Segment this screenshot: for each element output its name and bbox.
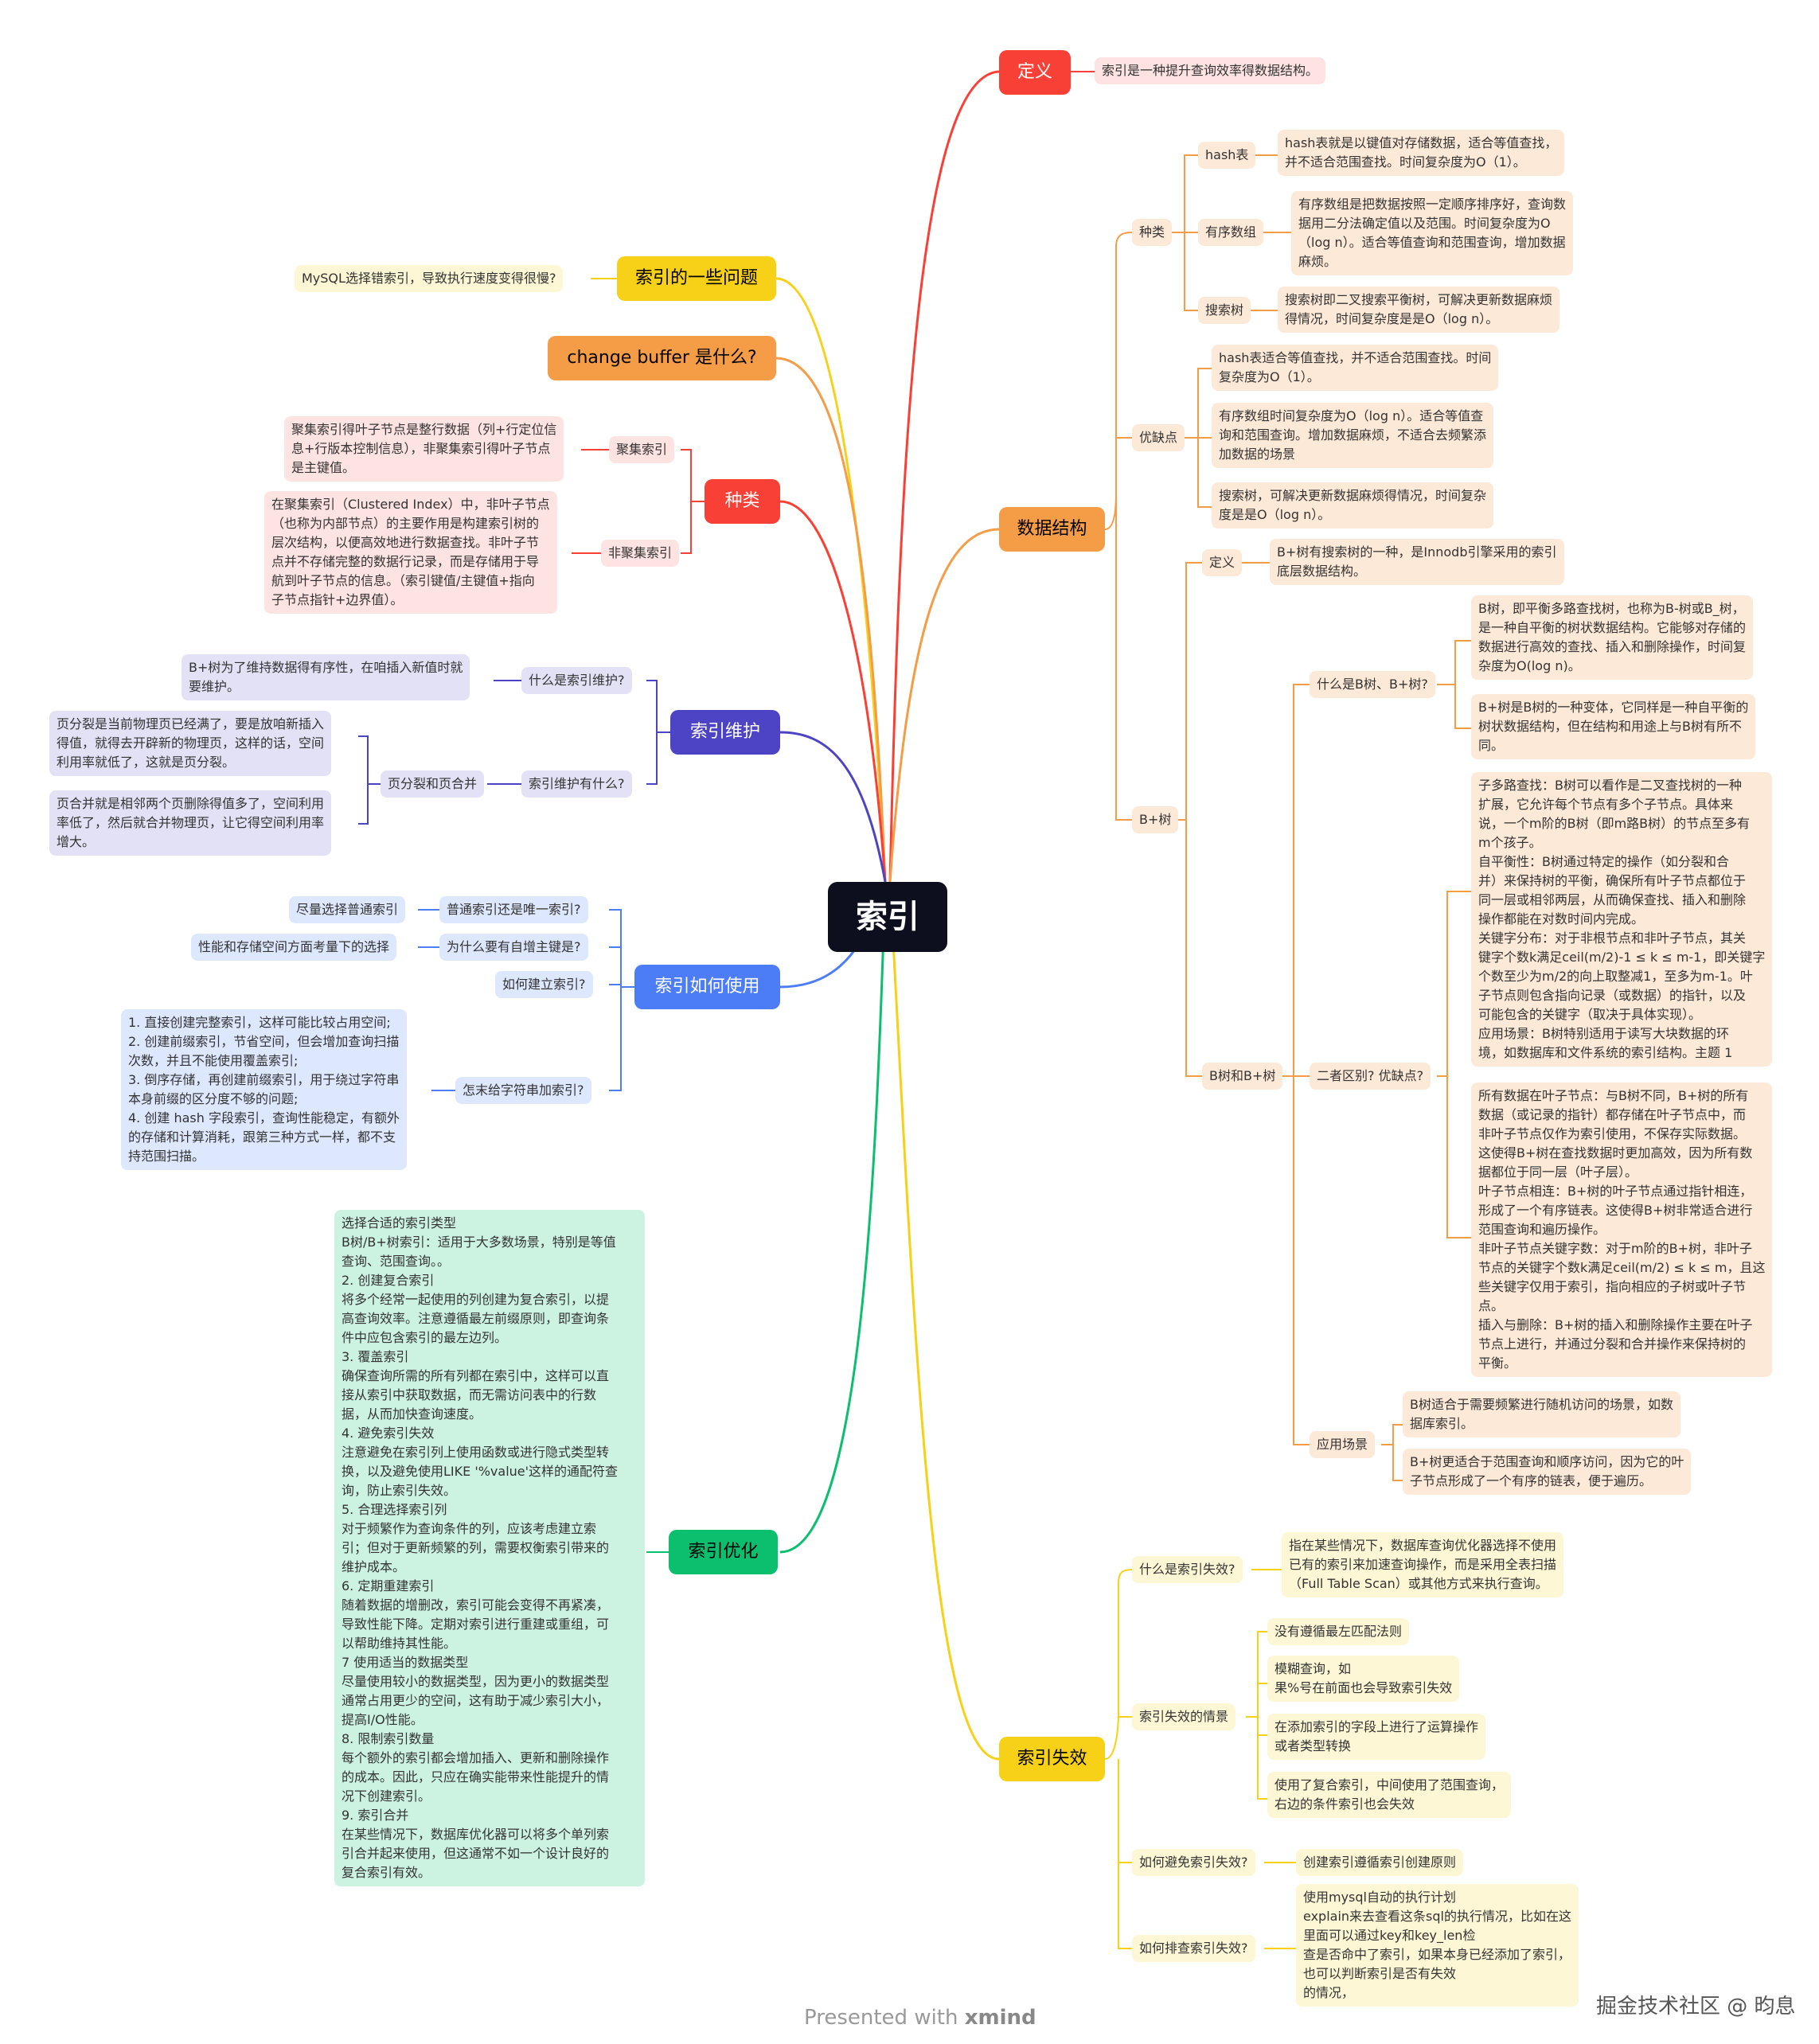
maintain-split[interactable]: 页分裂和页合并 xyxy=(381,770,485,798)
ds-bplus[interactable]: B+树 xyxy=(1132,806,1179,833)
ds-kinds-hash[interactable]: hash表 xyxy=(1198,142,1256,169)
ds-pros-item[interactable]: hash表适合等值查找，并不适合范围查找。时间 复杂度为O（1）。 xyxy=(1212,345,1499,391)
maintain-what-text[interactable]: B+树为了维持数据得有序性，在咱插入新值时就 要维护。 xyxy=(182,654,470,700)
topic-change-buffer[interactable]: change buffer 是什么? xyxy=(548,336,776,380)
ds-btree[interactable]: B树和B+树 xyxy=(1202,1063,1283,1090)
kinds-clustered[interactable]: 聚集索引 xyxy=(609,436,675,463)
ds-btree-diff-item[interactable]: 所有数据在叶子节点：与B树不同，B+树的所有 数据（或记录的指针）都存储在叶子节… xyxy=(1471,1082,1773,1377)
ds-btree-usage-item[interactable]: B+树更适合于范围查询和顺序访问，因为它的叶 子节点形成了一个有序的链表，便于遍… xyxy=(1403,1449,1692,1495)
topic-definition[interactable]: 定义 xyxy=(999,50,1071,95)
usage-q2[interactable]: 为什么要有自增主键是? xyxy=(439,934,588,961)
ds-kinds-ordered-text[interactable]: 有序数组是把数据按照一定顺序排序好，查询数 据用二分法确定值以及范围。时间复杂度… xyxy=(1291,191,1574,275)
ds-btree-what-item[interactable]: B树，即平衡多路查找树，也称为B-树或B_树， 是一种自平衡的树状数据结构。它能… xyxy=(1471,595,1754,680)
kinds-nonclustered-text[interactable]: 在聚集索引（Clustered Index）中，非叶子节点 （也称为内部节点）的… xyxy=(264,491,557,614)
topic-index-kinds[interactable]: 种类 xyxy=(705,479,780,524)
invalid-check-text[interactable]: 使用mysql自动的执行计划 explain来去查看这条sql的执行情况，比如在… xyxy=(1296,1884,1579,2007)
topic-data-structure[interactable]: 数据结构 xyxy=(999,507,1105,552)
kinds-clustered-text[interactable]: 聚集索引得叶子节点是整行数据（列+行定位信 息+行版本控制信息），非聚集索引得叶… xyxy=(284,416,564,482)
ds-btree-usage-item[interactable]: B树适合于需要频繁进行随机访问的场景，如数 据库索引。 xyxy=(1403,1391,1680,1437)
ds-pros-item[interactable]: 搜索树，可解决更新数据麻烦得情况，时间复杂 度是是O（log n）。 xyxy=(1212,482,1494,529)
maintain-split-item[interactable]: 页分裂是当前物理页已经满了，要是放咱新插入 得值，就得去开辟新的物理页，这样的话… xyxy=(49,711,332,776)
invalid-case-item[interactable]: 使用了复合索引，中间使用了范围查询， 右边的条件索引也会失效 xyxy=(1267,1772,1512,1818)
topic-index-invalid[interactable]: 索引失效 xyxy=(999,1737,1105,1781)
invalid-what[interactable]: 什么是索引失效? xyxy=(1132,1556,1243,1583)
xmind-brand: xmind xyxy=(964,2006,1036,2030)
ds-btree-what[interactable]: 什么是B树、B+树? xyxy=(1310,671,1435,698)
ds-kinds-hash-text[interactable]: hash表就是以键值对存储数据，适合等值查找， 并不适合范围查找。时间复杂度为O… xyxy=(1278,130,1565,176)
maintain-what[interactable]: 什么是索引维护? xyxy=(521,667,632,694)
usage-q2-text[interactable]: 性能和存储空间方面考量下的选择 xyxy=(191,934,397,961)
ds-btree-usage[interactable]: 应用场景 xyxy=(1310,1431,1376,1458)
root-node[interactable]: 索引 xyxy=(828,882,947,952)
topic-index-problems[interactable]: 索引的一些问题 xyxy=(617,256,776,301)
presented-text: Presented with xyxy=(804,2006,958,2030)
usage-q4[interactable]: 怎末给字符串加索引? xyxy=(455,1077,591,1104)
usage-q4-text[interactable]: 1. 直接创建完整索引，这样可能比较占用空间; 2. 创建前缀索引，节省空间，但… xyxy=(121,1009,407,1170)
kinds-nonclustered[interactable]: 非聚集索引 xyxy=(601,540,680,567)
invalid-avoid-text[interactable]: 创建索引遵循索引创建原则 xyxy=(1296,1849,1464,1876)
optimize-text[interactable]: 选择合适的索引类型 B树/B+树索引：适用于大多数场景，特别是等值 查询、范围查… xyxy=(334,1210,645,1886)
ds-pros-item[interactable]: 有序数组时间复杂度为O（log n）。适合等值查 询和范围查询。增加数据麻烦，不… xyxy=(1212,403,1494,468)
invalid-case-item[interactable]: 没有遵循最左匹配法则 xyxy=(1267,1618,1410,1645)
maintain-which[interactable]: 索引维护有什么? xyxy=(521,770,632,798)
invalid-case-item[interactable]: 在添加索引的字段上进行了运算操作 或者类型转换 xyxy=(1267,1714,1486,1760)
ds-kinds-ordered[interactable]: 有序数组 xyxy=(1198,219,1264,246)
ds-pros[interactable]: 优缺点 xyxy=(1132,424,1185,451)
usage-q1[interactable]: 普通索引还是唯一索引? xyxy=(439,896,588,923)
ds-btree-diff-item[interactable]: 子多路查找：B树可以看作是二叉查找树的一种 扩展，它允许每个节点有多个子节点。具… xyxy=(1471,772,1773,1067)
ds-btree-diff[interactable]: 二者区别? 优缺点? xyxy=(1310,1063,1431,1090)
presented-with-label: Presented with xmind xyxy=(804,2006,1036,2030)
problems-text[interactable]: MySQL选择错索引，导致执行速度变得很慢? xyxy=(295,265,564,292)
topic-index-optimize[interactable]: 索引优化 xyxy=(669,1530,778,1574)
invalid-cases[interactable]: 索引失效的情景 xyxy=(1132,1703,1236,1730)
ds-btree-what-item[interactable]: B+树是B树的一种变体，它同样是一种自平衡的 树状数据结构，但在结构和用途上与B… xyxy=(1471,694,1756,759)
ds-kinds-search-tree-text[interactable]: 搜索树即二叉搜索平衡树，可解决更新数据麻烦 得情况，时间复杂度是是O（log n… xyxy=(1278,287,1560,333)
invalid-avoid[interactable]: 如何避免索引失效? xyxy=(1132,1849,1255,1876)
invalid-what-text[interactable]: 指在某些情况下，数据库查询优化器选择不使用 已有的索引来加速查询操作，而是采用全… xyxy=(1282,1532,1564,1597)
ds-bplus-def[interactable]: 定义 xyxy=(1202,549,1243,576)
usage-q1-text[interactable]: 尽量选择普通索引 xyxy=(289,896,406,923)
maintain-split-item[interactable]: 页合并就是相邻两个页删除得值多了，空间利用 率低了，然后就合并物理页，让它得空间… xyxy=(49,790,332,856)
ds-bplus-def-text[interactable]: B+树有搜索树的一种，是Innodb引擎采用的索引 底层数据结构。 xyxy=(1270,539,1564,585)
topic-index-usage[interactable]: 索引如何使用 xyxy=(634,965,780,1009)
topic-index-maintain[interactable]: 索引维护 xyxy=(670,710,780,755)
ds-kinds-search-tree[interactable]: 搜索树 xyxy=(1198,297,1251,324)
invalid-case-item[interactable]: 模糊查询，如 果%号在前面也会导致索引失效 xyxy=(1267,1656,1460,1702)
ds-kinds[interactable]: 种类 xyxy=(1132,219,1173,246)
watermark: 掘金技术社区 @ 昀息 xyxy=(1596,1995,1796,2019)
definition-text[interactable]: 索引是一种提升查询效率得数据结构。 xyxy=(1095,57,1326,84)
usage-q3[interactable]: 如何建立索引? xyxy=(495,971,593,998)
invalid-check[interactable]: 如何排查索引失效? xyxy=(1132,1935,1255,1962)
